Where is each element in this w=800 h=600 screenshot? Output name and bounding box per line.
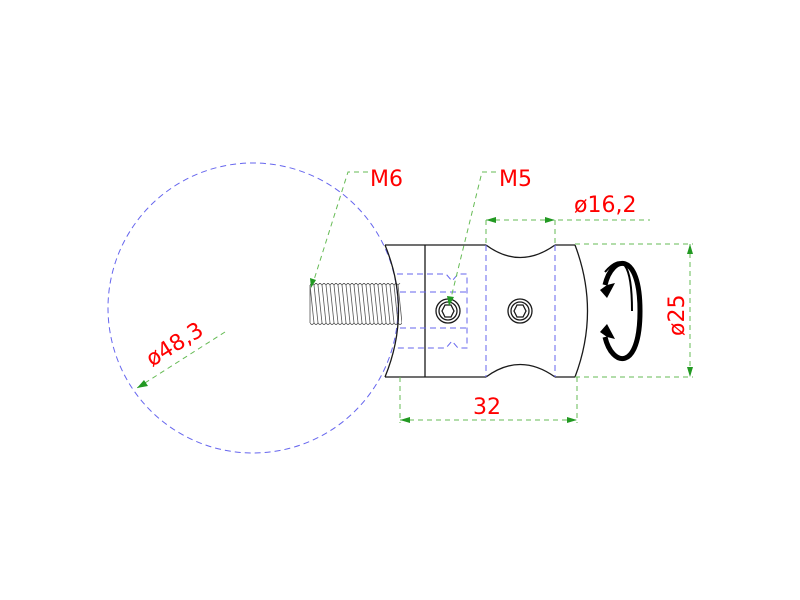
label-thread-m5: M5 xyxy=(499,167,532,192)
hidden-features xyxy=(397,245,556,377)
label-thread-m6: M6 xyxy=(370,167,403,192)
tube-diameter-dimension: ø48,3 xyxy=(136,318,226,389)
hex-socket-screw-icon xyxy=(435,298,461,324)
length-dimension: 32 xyxy=(399,377,578,423)
m5-leader: M5 xyxy=(447,167,532,306)
label-tube-diameter: ø48,3 xyxy=(142,318,208,372)
body-diameter-dimension: ø25 xyxy=(575,243,693,378)
label-length: 32 xyxy=(473,395,501,420)
groove-diameter-dimension: ø16,2 xyxy=(485,193,650,245)
tube-outline xyxy=(107,162,399,454)
connector-body xyxy=(384,244,589,378)
label-body-diameter: ø25 xyxy=(665,295,690,336)
hex-socket-screw-icon xyxy=(507,298,533,324)
threaded-stud xyxy=(309,283,402,325)
label-groove-diameter: ø16,2 xyxy=(574,193,636,218)
m6-leader: M6 xyxy=(310,167,403,288)
rotation-arrows-icon xyxy=(600,260,643,362)
